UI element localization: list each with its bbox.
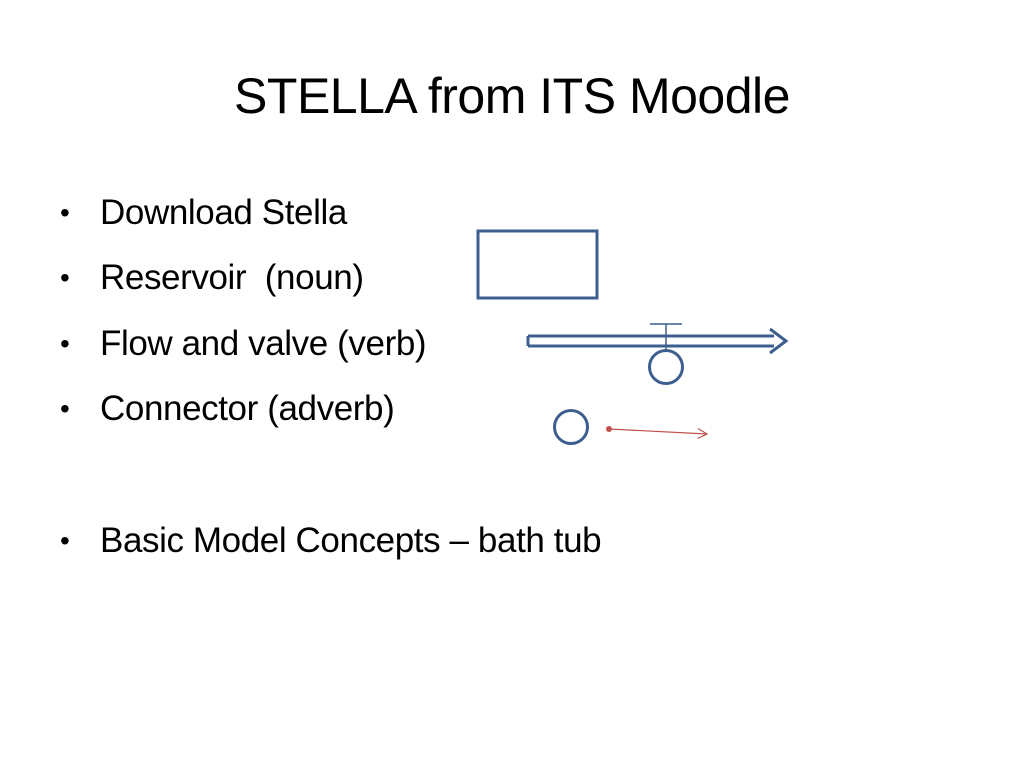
valve-circle-icon [648, 349, 684, 385]
bullet-item: • Connector (adverb) [60, 387, 395, 431]
bullet-text: Reservoir (noun) [100, 258, 364, 297]
bullet-glyph: • [60, 525, 70, 556]
bullet-item: • Reservoir (noun) [60, 256, 364, 300]
bullet-glyph: • [60, 328, 70, 359]
slide-title: STELLA from ITS Moodle [234, 68, 790, 124]
reservoir-rectangle-icon [476, 229, 599, 300]
bullet-glyph: • [60, 262, 70, 293]
converter-circle-icon [553, 409, 589, 445]
bullet-text: Basic Model Concepts – bath tub [100, 521, 602, 560]
bullet-text: Flow and valve (verb) [100, 324, 427, 363]
flow-arrow-valve-icon [526, 323, 789, 385]
bullet-item: • Flow and valve (verb) [60, 322, 427, 366]
connector-arrowhead [697, 427, 709, 440]
bullet-text: Download Stella [100, 193, 347, 232]
bullet-text: Connector (adverb) [100, 389, 395, 428]
bullet-item: • Download Stella [60, 191, 347, 235]
bullet-glyph: • [60, 197, 70, 228]
connector-line [608, 428, 708, 435]
bullet-item: • Basic Model Concepts – bath tub [60, 519, 602, 563]
bullet-glyph: • [60, 393, 70, 424]
flow-pipe-outline [526, 334, 774, 348]
flow-arrowhead [769, 327, 789, 355]
connector-arrow-icon [606, 426, 709, 440]
